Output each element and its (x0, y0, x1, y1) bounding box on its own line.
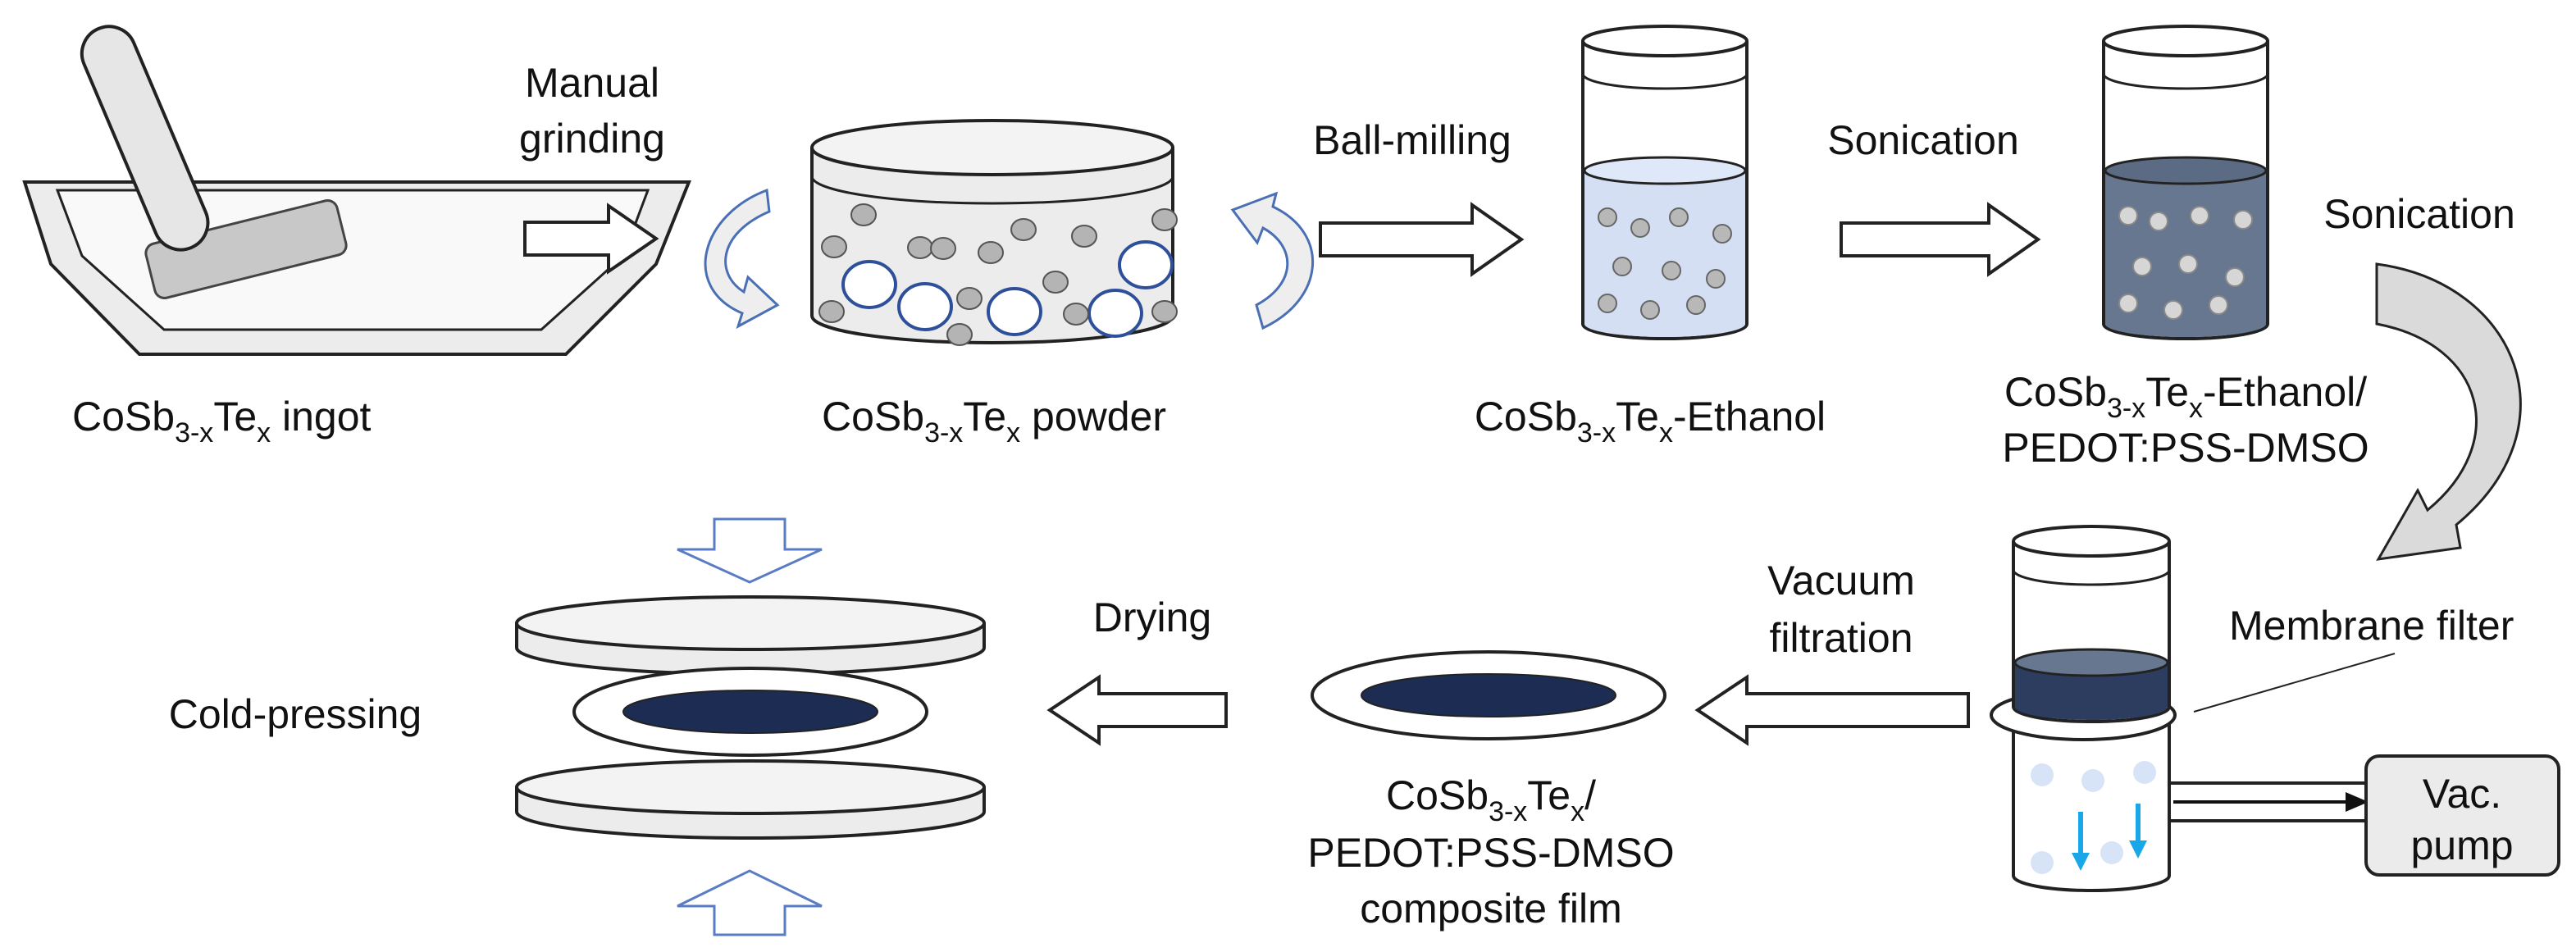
pestle (80, 25, 210, 252)
large-balls (841, 240, 1174, 338)
sonication2-label: Sonication (2323, 191, 2515, 237)
dispersed-particles (2118, 206, 2253, 320)
suspended-particles (1598, 207, 1732, 320)
powder-label: CoSb3-xTex powder (822, 394, 1166, 449)
filter-cake (2015, 663, 2168, 720)
mixture-label-line2: PEDOT:PSS-DMSO (2002, 425, 2369, 471)
arrow-right-1 (523, 203, 659, 275)
coldpress-label: Cold-pressing (169, 691, 422, 737)
filtration-label-line1: Vacuum (1767, 558, 1915, 604)
membrane-label: Membrane filter (2229, 603, 2514, 649)
flow-arrows (2072, 804, 2147, 871)
ingot (144, 199, 348, 299)
arrow-right-3 (1840, 202, 2041, 277)
arrow-left-1 (1694, 674, 1970, 746)
rotation-arrow-left (704, 188, 780, 330)
film-label-line2: PEDOT:PSS-DMSO (1307, 830, 1674, 876)
drying-label: Drying (1093, 594, 1211, 640)
ethanol-label: CoSb3-xTex-Ethanol (1475, 394, 1826, 449)
mixture-beaker (2102, 25, 2269, 340)
vacuum-pump (2364, 754, 2560, 877)
press-arrow-up (677, 869, 823, 936)
sonication1-label: Sonication (1827, 117, 2019, 163)
composite-film (1311, 650, 1666, 740)
cold-press (515, 517, 986, 936)
pump-label-line2: pump (2410, 822, 2513, 868)
press-arrow-down (677, 517, 823, 584)
film-label-line3: composite film (1360, 886, 1622, 932)
ballmilling-label: Ball-milling (1313, 117, 1511, 163)
pump-label-line1: Vac. (2423, 771, 2501, 817)
ethanol-beaker (1581, 25, 1748, 340)
powder-particles (818, 203, 1178, 346)
ball-mill-jar (810, 119, 1178, 346)
rotation-arrow-right (1230, 191, 1314, 330)
curved-arrow-down (2375, 262, 2522, 561)
grinding-label-line2: grinding (519, 116, 665, 162)
ingot-label: CoSb3-xTex ingot (72, 394, 372, 449)
filtration-label-line2: filtration (1769, 615, 1913, 661)
arrow-left-2 (1046, 674, 1228, 746)
membrane-leader-line (2193, 653, 2396, 713)
filtration-apparatus (1990, 525, 2369, 892)
grinding-label-line1: Manual (525, 60, 659, 106)
mortar-and-pestle (22, 25, 691, 356)
film-label-line1: CoSb3-xTex/ (1386, 772, 1596, 827)
arrow-right-2 (1319, 202, 1525, 277)
filtrate-droplets (2031, 761, 2156, 874)
mixture-label-line1: CoSb3-xTex-Ethanol/ (2004, 369, 2367, 424)
